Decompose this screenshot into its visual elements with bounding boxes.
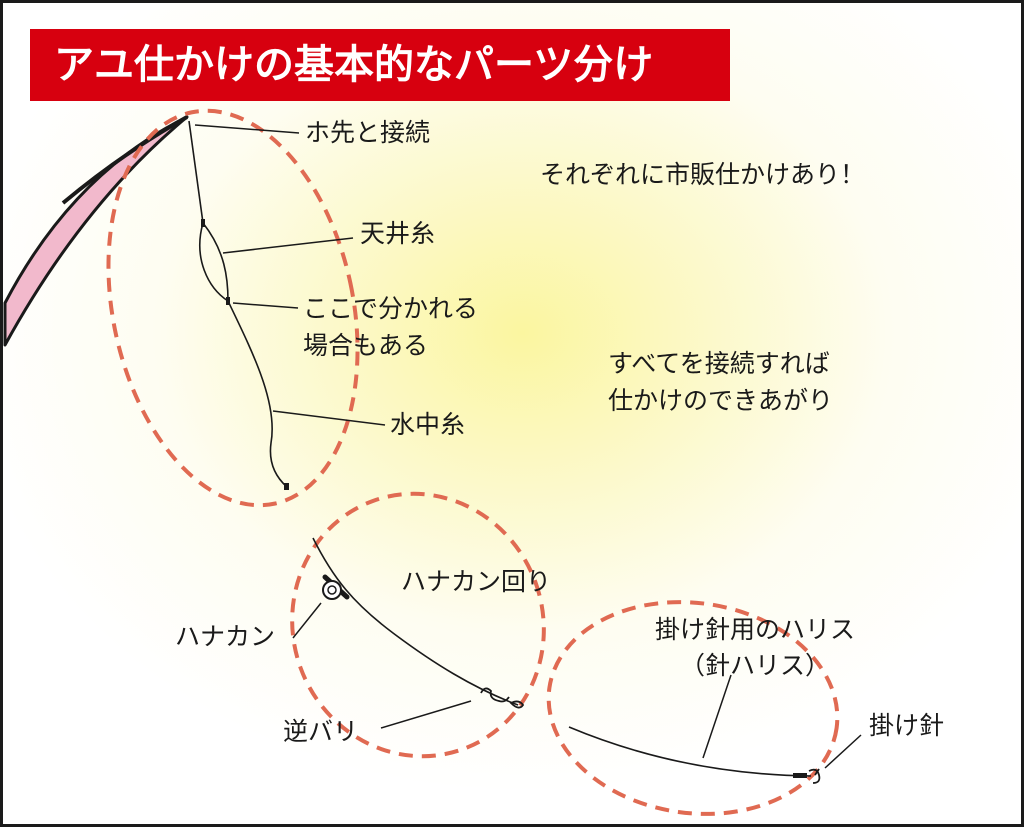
label-sakabari: 逆バリ bbox=[283, 717, 359, 746]
rig-end-loop bbox=[509, 700, 525, 709]
leader-harisu bbox=[702, 674, 732, 759]
suichu-ito-line bbox=[227, 300, 288, 488]
hanakan-area-ellipse bbox=[290, 491, 546, 759]
sakabari-hook-icon bbox=[480, 687, 510, 703]
leader-suichu-ito bbox=[272, 410, 386, 426]
tackle-illustration bbox=[3, 108, 862, 816]
label-kakebari: 掛け針 bbox=[869, 711, 945, 740]
leader-sakabari bbox=[380, 700, 472, 729]
label-hanakan: ハナカン bbox=[175, 622, 276, 651]
page-title: アユ仕かけの基本的なパーツ分け bbox=[30, 29, 730, 101]
tenjo-ito-line bbox=[188, 120, 204, 224]
harisu-knot bbox=[793, 773, 807, 778]
note-connect-line2: 仕かけのできあがり bbox=[608, 386, 834, 415]
leader-rod-tip bbox=[194, 124, 300, 134]
label-suichu-ito: 水中糸 bbox=[390, 410, 466, 439]
label-rod-tip: ホ先と接続 bbox=[305, 118, 431, 147]
label-split-line1: ここで分かれる bbox=[303, 294, 479, 323]
hanakan-ring-icon bbox=[322, 580, 342, 600]
label-tenjo-ito: 天井糸 bbox=[360, 219, 436, 248]
label-harisu-line2: （針ハリス） bbox=[679, 651, 830, 680]
line-end-knot bbox=[284, 483, 289, 490]
harisu-ellipse bbox=[546, 600, 840, 816]
hanakan-ring-inner bbox=[327, 585, 337, 595]
fishing-rod bbox=[3, 115, 189, 347]
split-loop-right bbox=[202, 222, 229, 302]
rod-tip bbox=[61, 115, 188, 205]
harisu-line bbox=[568, 726, 812, 777]
hanakan-rig-line bbox=[312, 537, 519, 706]
note-connect-line1: すべてを接続すれば bbox=[608, 349, 830, 378]
label-split-line2: 場合もある bbox=[303, 331, 429, 360]
leader-hanakan bbox=[292, 602, 322, 639]
line-knot-lower bbox=[226, 297, 230, 305]
leader-kakebari bbox=[824, 734, 862, 769]
leader-tenjo-ito bbox=[222, 237, 354, 254]
upper-line-ellipse bbox=[106, 108, 360, 508]
note-market: それぞれに市販仕かけあり！ bbox=[540, 160, 866, 189]
label-harisu-line1: 掛け針用のハリス bbox=[654, 615, 855, 644]
split-loop-left bbox=[199, 222, 229, 302]
label-hanakan-area: ハナカン回り bbox=[401, 567, 552, 596]
line-knot-upper bbox=[201, 219, 205, 227]
leader-split bbox=[232, 302, 299, 309]
kakebari-hook-icon bbox=[808, 768, 821, 784]
